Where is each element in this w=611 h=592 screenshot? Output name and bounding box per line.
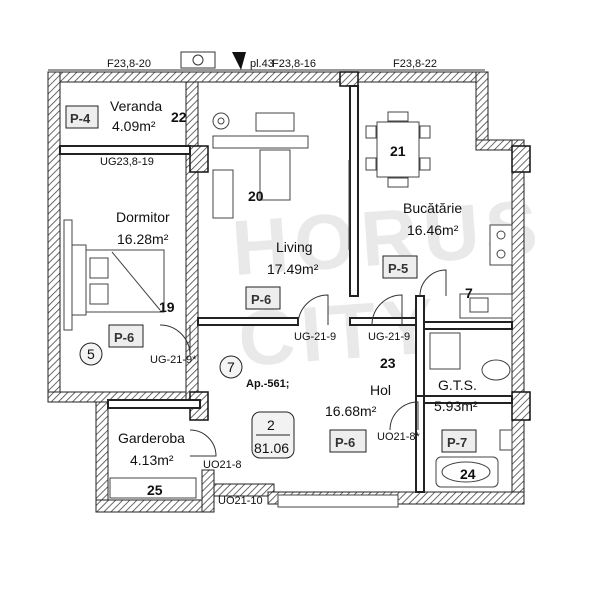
apartment-rooms: 2 [267,417,275,433]
veranda-name: Veranda [110,98,162,114]
gts-number: 24 [460,466,476,482]
door-swings [159,269,447,457]
header-code-3: F23,8-16 [272,58,316,70]
dormitor-name: Dormitor [116,209,170,225]
room-tags: P-4 P-6 P-6 P-5 P-6 P-7 [65,105,477,453]
garderoba-shelves [109,477,197,499]
living-name: Living [276,239,313,255]
gts-name: G.T.S. [438,377,477,393]
furniture [63,111,513,508]
header-code-4: F23,8-22 [393,58,437,70]
toilet-icon [429,332,461,370]
bucatarie-number: 21 [390,143,406,159]
door-code-ug21-9-kitchen: UG-21-9 [368,331,410,343]
living-area: 17.49m² [267,261,319,277]
interior-walls [59,85,513,493]
coffee-table-icon [259,149,291,201]
marker-7-label: 7 [227,359,235,375]
wardrobe-icon [63,219,73,331]
sink-icon [469,297,489,313]
hol-area: 16.68m² [325,403,377,419]
hol-name: Hol [370,382,391,398]
door-code-uo21-8: UO21-8 [203,459,242,471]
bucatarie-name: Bucătărie [403,200,462,216]
apartment-label: Ap.-561; [246,378,289,390]
marker-circle-5 [79,342,103,366]
dormitor-number: 19 [159,299,175,315]
dining-table-icon [376,121,420,178]
apartment-area: 81.06 [254,440,289,456]
veranda-area: 4.09m² [112,118,156,134]
door-code-ug21-9-star: UG-21-9* [150,354,197,366]
kitchen-marker-7: 7 [465,285,473,301]
sofa-icon [255,112,295,132]
marker-circle-7 [219,355,243,379]
header-code-2: pl.43 [250,58,274,70]
bucatarie-tag: P-5 [388,261,408,276]
ac-unit-icon [180,51,216,69]
washbasin-icon [481,359,511,381]
living-tag: P-6 [251,292,271,307]
living-number: 20 [248,188,264,204]
door-code-ug23-19: UG23,8-19 [100,156,154,168]
hol-number: 23 [380,355,396,371]
gts-area: 5.93m² [434,398,478,414]
garderoba-number: 25 [147,482,163,498]
marker-5-label: 5 [87,346,95,362]
door-code-uo21-8-star: UO21-8* [377,431,421,443]
fan-icon [192,54,204,66]
gts-tag: P-7 [447,435,467,450]
stove-icon [489,224,513,266]
header-code-1: F23,8-20 [107,58,151,70]
garderoba-area: 4.13m² [130,452,174,468]
garderoba-name: Garderoba [118,430,185,446]
hol-tag: P-6 [335,435,355,450]
veranda-tag: P-4 [70,111,91,126]
door-code-ug21-9-living: UG-21-9 [294,331,336,343]
door-code-uo21-10: UO21-10 [218,495,263,507]
dormitor-tag: P-6 [114,330,134,345]
veranda-number: 22 [171,109,187,125]
washer-icon [499,429,513,451]
dormitor-area: 16.28m² [117,231,169,247]
armchair-icon [212,169,234,219]
bucatarie-area: 16.46m² [407,222,459,238]
north-marker-icon [232,52,246,70]
